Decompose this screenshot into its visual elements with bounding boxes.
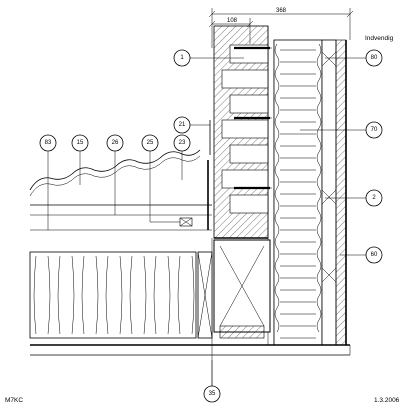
callout-21-label: 21 (179, 122, 186, 128)
side-label: Indvendig (365, 35, 394, 42)
callout-70: 70 (365, 121, 383, 139)
callout-83: 83 (39, 134, 57, 152)
callout-15-label: 15 (77, 140, 84, 146)
dimension-total: 368 (276, 8, 287, 14)
roof-tiles (29, 120, 212, 231)
callout-35: 35 (203, 385, 221, 403)
callout-26: 26 (106, 134, 124, 152)
callout-25-label: 25 (147, 140, 154, 146)
callout-60: 60 (365, 246, 383, 264)
callout-25: 25 (141, 134, 159, 152)
callout-leaders (47, 57, 366, 388)
lower-insulation (29, 251, 213, 339)
callout-1: 1 (173, 49, 191, 67)
plinth-element (213, 239, 271, 339)
dimension-outer: 108 (227, 18, 238, 24)
callout-80-label: 80 (371, 55, 378, 61)
callout-70-label: 70 (371, 127, 378, 133)
drawing-code: M7KC (5, 397, 23, 404)
callout-23: 23 (173, 134, 191, 152)
inner-stud-layer (321, 39, 347, 346)
callout-23-label: 23 (179, 140, 186, 146)
callout-2-label: 2 (372, 195, 376, 201)
brick-outer-wall (213, 25, 270, 239)
callout-21: 21 (173, 116, 191, 134)
drawing-date: 1.3.2006 (374, 397, 400, 404)
callout-60-label: 60 (371, 252, 378, 258)
callout-1-label: 1 (180, 55, 184, 61)
callout-2: 2 (365, 189, 383, 207)
callout-83-label: 83 (45, 140, 52, 146)
dimension-line: 368 108 (208, 8, 354, 48)
callout-35-label: 35 (209, 391, 216, 397)
callout-26-label: 26 (112, 140, 119, 146)
callout-15: 15 (71, 134, 89, 152)
callout-80: 80 (365, 49, 383, 67)
wall-insulation (273, 39, 323, 346)
